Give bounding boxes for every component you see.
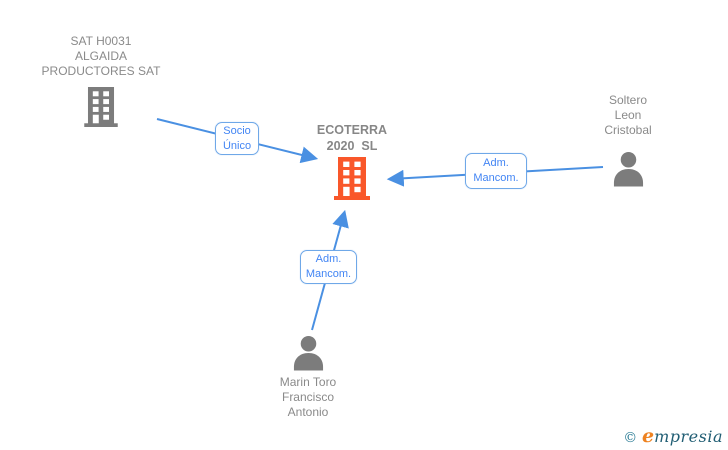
person-icon bbox=[293, 336, 323, 371]
node-ecoterra-2020-sl[interactable]: ECOTERRA 2020 SL bbox=[282, 122, 422, 200]
node-label: SAT H0031 ALGAIDA PRODUCTORES SAT bbox=[41, 34, 161, 78]
building-icon bbox=[84, 87, 118, 127]
node-label: ECOTERRA 2020 SL bbox=[316, 123, 388, 153]
building-icon-highlight bbox=[334, 157, 370, 200]
node-sat-h0031-algaida-productores-sat[interactable]: SAT H0031 ALGAIDA PRODUCTORES SAT bbox=[11, 34, 191, 127]
empresia-logo[interactable]: © empresia bbox=[623, 425, 723, 447]
edge-label-adm-mancom-bottom: Adm. Mancom. bbox=[300, 250, 357, 284]
edge-label-socio-unico: Socio Único bbox=[215, 122, 259, 155]
copyright-icon: © bbox=[623, 430, 638, 446]
node-label: Soltero Leon Cristobal bbox=[604, 93, 652, 137]
logo-text: mpresia bbox=[654, 427, 723, 446]
node-label: Marin Toro Francisco Antonio bbox=[279, 375, 337, 419]
person-icon bbox=[613, 152, 643, 187]
edge-label-adm-mancom-right: Adm. Mancom. bbox=[465, 153, 527, 189]
node-marin-toro-francisco-antonio[interactable]: Marin Toro Francisco Antonio bbox=[243, 335, 373, 420]
logo-initial: e bbox=[642, 425, 655, 447]
node-soltero-leon-cristobal[interactable]: Soltero Leon Cristobal bbox=[568, 93, 688, 187]
